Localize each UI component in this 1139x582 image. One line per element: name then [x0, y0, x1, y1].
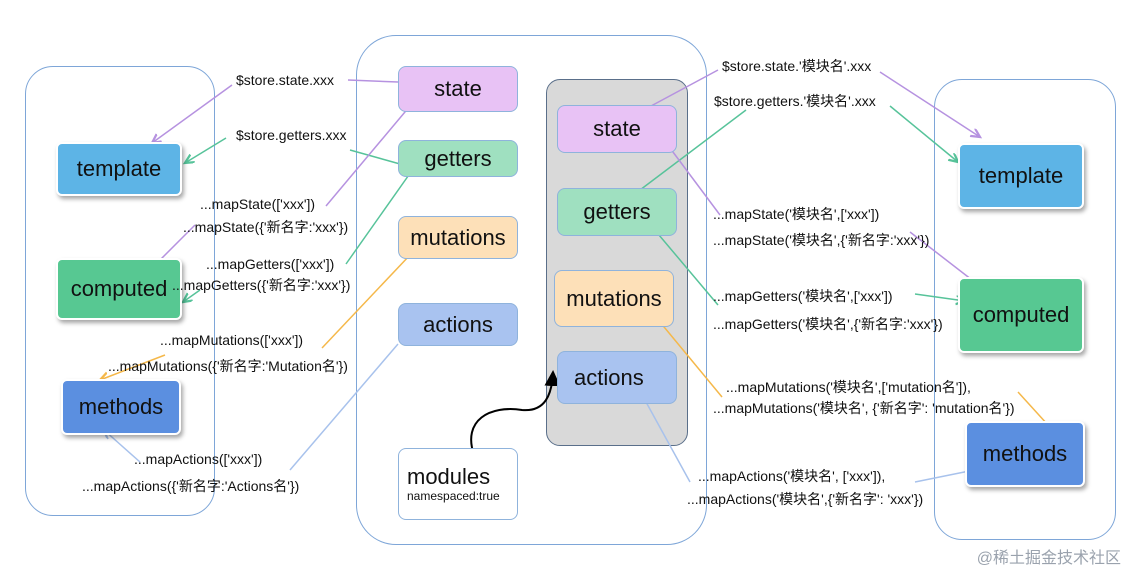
- arrow-right-state-template: [879, 71, 980, 137]
- line-left-mutations: [321, 254, 411, 349]
- left-mapmutations-1: ...mapMutations(['xxx']): [160, 332, 304, 348]
- left-mapgetters-1: ...mapGetters(['xxx']): [206, 256, 335, 272]
- left-mapmutations-2: ...mapMutations({'新名字:'Mutation名'}): [108, 358, 348, 374]
- right-mapstate-1: ...mapState('模块名',['xxx']): [713, 206, 880, 222]
- right-template-box: template: [958, 143, 1084, 209]
- watermark: @稀土掘金技术社区: [976, 550, 1121, 567]
- right-mapgetters-2: ...mapGetters('模块名',{'新名字:'xxx'}): [713, 316, 943, 332]
- left-mapactions-1: ...mapActions(['xxx']): [134, 451, 263, 467]
- line-left-state-mapstate: [325, 105, 411, 207]
- store-getters-box: getters: [398, 140, 518, 177]
- left-mapactions-2: ...mapActions({'新名字:'Actions名'}): [82, 478, 300, 494]
- arrow-right-getters-template: [889, 105, 958, 162]
- left-store-getters-label: $store.getters.xxx: [236, 127, 347, 143]
- right-mapgetters-1: ...mapGetters('模块名',['xxx']): [713, 288, 893, 304]
- module-mutations-box: mutations: [554, 270, 674, 327]
- left-store-state-label: $store.state.xxx: [236, 72, 335, 88]
- store-mutations-box: mutations: [398, 216, 518, 259]
- arrow-right-mapgetters-computed: [914, 293, 965, 301]
- arrow-left-mapgetters-computed: [183, 289, 201, 302]
- left-mapstate-2: ...mapState({'新名字:'xxx'}): [183, 219, 349, 235]
- line-right-getters-label: [639, 109, 747, 191]
- right-methods-box: methods: [965, 421, 1085, 487]
- right-computed-box: computed: [958, 277, 1084, 353]
- line-left-state-label: [347, 79, 399, 83]
- arrow-left-mutations-methods: [100, 354, 166, 380]
- right-mapstate-2: ...mapState('模块名',{'新名字:'xxx'}): [713, 232, 930, 248]
- right-store-state-label: $store.state.'模块名'.xxx: [722, 58, 872, 74]
- store-modules-box: modules namespaced:true: [398, 448, 518, 520]
- line-left-getters-mapgetters: [345, 161, 419, 265]
- module-state-box: state: [557, 105, 677, 153]
- left-methods-box: methods: [61, 379, 181, 435]
- left-template-box: template: [56, 142, 182, 196]
- right-mapmutations-1: ...mapMutations('模块名',['mutation名']),: [726, 379, 971, 395]
- arrow-left-getters-template: [185, 137, 227, 163]
- arrow-left-state-template: [152, 84, 233, 143]
- right-store-getters-label: $store.getters.'模块名'.xxx: [714, 93, 876, 109]
- line-left-actions: [289, 343, 399, 471]
- right-mapmutations-2: ...mapMutations('模块名', {'新名字': 'mutation…: [713, 400, 1015, 416]
- module-getters-box: getters: [557, 188, 677, 236]
- store-state-box: state: [398, 66, 518, 112]
- arrow-modules-to-module: [470, 370, 561, 456]
- store-actions-box: actions: [398, 303, 518, 346]
- module-actions-box: actions: [557, 351, 677, 404]
- left-mapgetters-2: ...mapGetters({'新名字:'xxx'}): [172, 277, 351, 293]
- right-mapactions-2: ...mapActions('模块名',{'新名字': 'xxx'}): [687, 491, 924, 507]
- namespaced-label: namespaced:true: [407, 489, 500, 503]
- line-right-actions: [645, 401, 691, 483]
- modules-label: modules: [407, 464, 491, 489]
- left-mapstate-1: ...mapState(['xxx']): [200, 196, 316, 212]
- line-left-getters-label: [349, 149, 401, 165]
- arrow-left-actions-methods: [104, 430, 141, 463]
- right-mapactions-1: ...mapActions('模块名', ['xxx']),: [698, 468, 886, 484]
- left-computed-box: computed: [56, 258, 182, 320]
- line-right-state-mapstate: [663, 139, 721, 216]
